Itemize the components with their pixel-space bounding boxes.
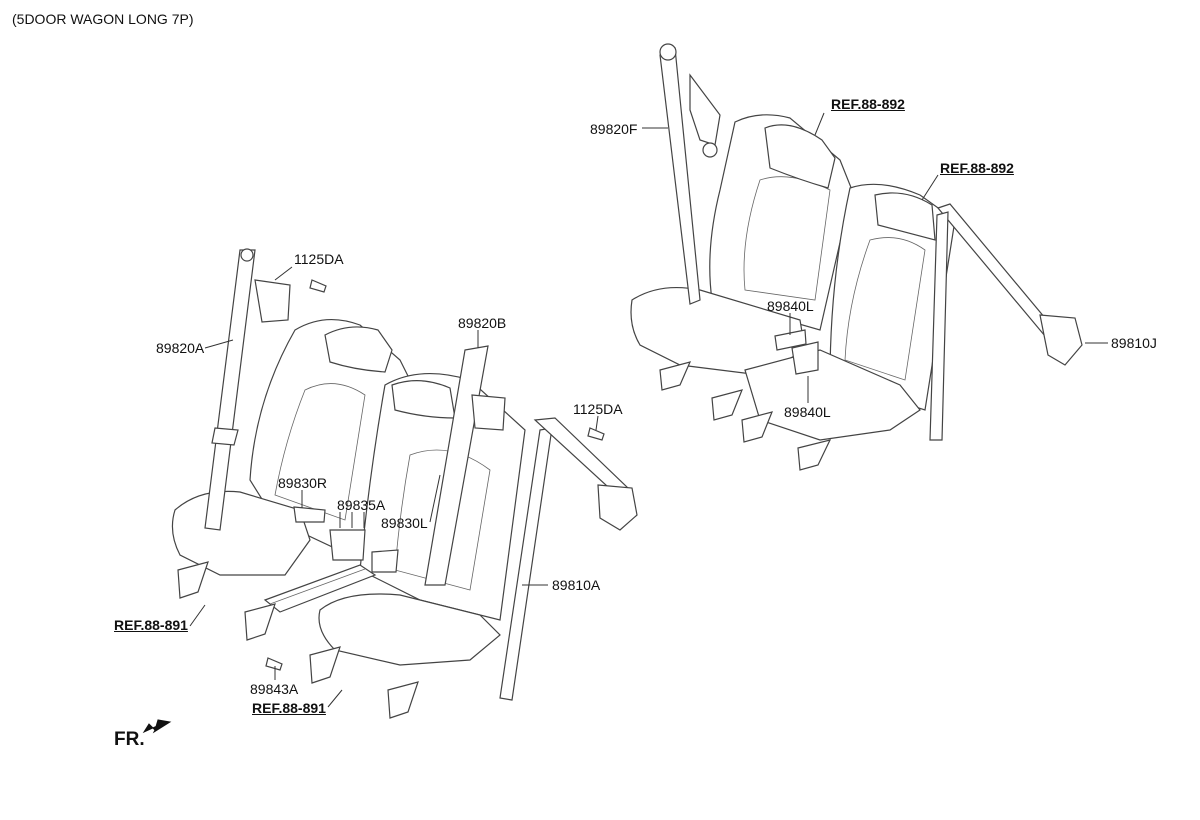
second-row-seat (171, 248, 638, 719)
part-label-89820B[interactable]: 89820B (458, 315, 507, 331)
diagram-caption: (5DOOR WAGON LONG 7P) (12, 11, 194, 27)
part-label-89820F[interactable]: 89820F (590, 121, 638, 137)
ref-link-88-892-a[interactable]: REF.88-892 (831, 96, 905, 112)
belt-89820A (204, 249, 256, 531)
belt-89820B (424, 345, 489, 586)
second-row-left-headrest (324, 326, 393, 373)
part-label-89843A[interactable]: 89843A (250, 681, 299, 697)
ref-link-88-892-b[interactable]: REF.88-892 (940, 160, 1014, 176)
part-label-89810A[interactable]: 89810A (552, 577, 601, 593)
belt-89810J (936, 203, 1056, 337)
part-label-89830L[interactable]: 89830L (381, 515, 428, 531)
third-row-seat (630, 43, 1083, 471)
orientation-label: FR. (114, 729, 145, 750)
ref-link-88-891-b[interactable]: REF.88-891 (252, 700, 326, 716)
third-row-right-headrest (874, 192, 936, 241)
ref-link-88-891-a[interactable]: REF.88-891 (114, 617, 188, 633)
arrow-down-left-icon (142, 719, 172, 734)
third-row-left-headrest (764, 124, 836, 189)
part-label-89840L-a[interactable]: 89840L (767, 298, 814, 314)
part-label-89830R[interactable]: 89830R (278, 475, 328, 491)
part-label-89835A[interactable]: 89835A (337, 497, 386, 513)
leader-lines (189, 112, 1108, 708)
part-label-89810J[interactable]: 89810J (1111, 335, 1157, 351)
part-label-89820A[interactable]: 89820A (156, 340, 205, 356)
part-label-89840L-b[interactable]: 89840L (784, 404, 831, 420)
part-label-1125DA-b[interactable]: 1125DA (573, 401, 623, 417)
third-row-right-cushion (744, 349, 921, 441)
part-label-1125DA-a[interactable]: 1125DA (294, 251, 344, 267)
second-row-right-cushion (318, 593, 501, 666)
